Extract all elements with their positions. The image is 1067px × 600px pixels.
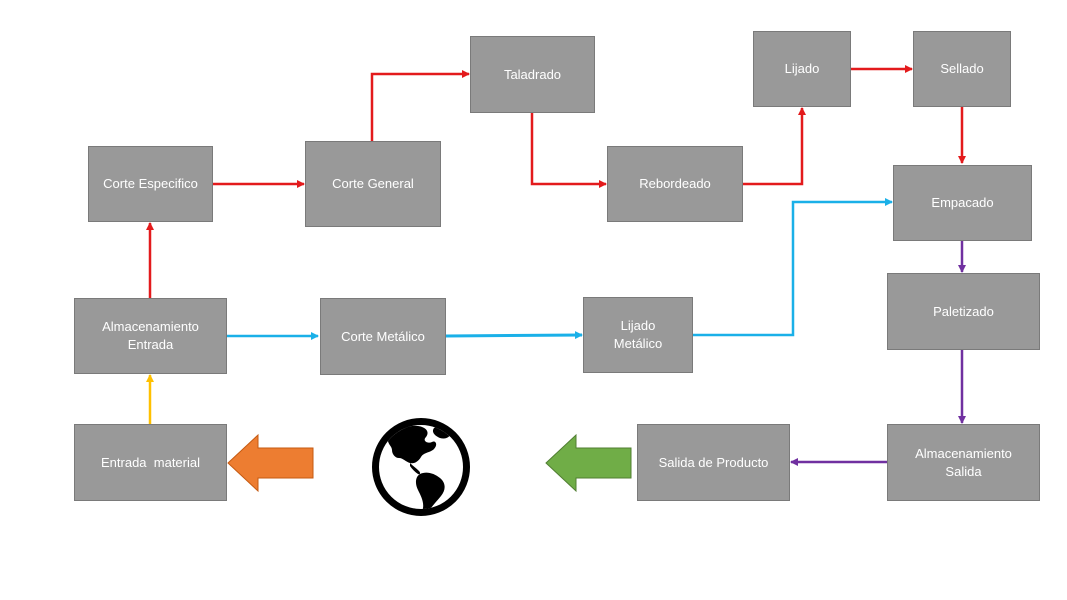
connector-corte-metalico-to-lijado-metalico [445,331,583,340]
node-corte-especifico: Corte Especifico [88,146,213,222]
node-paletizado: Paletizado [887,273,1040,350]
node-label: Taladrado [503,66,562,82]
node-label: Corte Especifico [103,176,198,191]
node-corte-general: Corte General [305,141,441,227]
node-label: Entrada material [101,454,200,470]
node-almacenamiento-entrada: Almacenamiento Entrada [74,298,227,374]
node-taladrado: Taladrado [470,36,595,113]
connector-taladrado-to-rebordeado [530,112,607,188]
node-label: Almacenamiento Entrada [102,319,199,352]
node-rebordeado: Rebordeado [607,146,743,222]
node-label: Empacado [931,195,994,210]
orange-left-arrow-icon [227,433,314,493]
node-empacado: Empacado [893,165,1032,241]
node-label: Corte Metálico [341,328,425,344]
node-corte-metalico: Corte Metálico [320,298,446,375]
node-label: Lijado Metálico [613,318,663,351]
node-label: Lijado [784,61,820,76]
globe-americas-icon [372,418,470,516]
connector-lijado-metalico-to-empacado [693,198,893,337]
node-label: Sellado [940,61,984,76]
green-left-arrow-icon [545,433,632,493]
node-salida-producto: Salida de Producto [637,424,790,501]
connector-rebordeado-to-lijado [743,107,806,186]
node-label: Rebordeado [639,176,711,191]
node-label: Paletizado [933,303,994,319]
node-entrada-material: Entrada material [74,424,227,501]
node-sellado: Sellado [913,31,1011,107]
node-almacenamiento-salida: Almacenamiento Salida [887,424,1040,501]
node-label: Salida de Producto [658,454,769,470]
node-lijado-metalico: Lijado Metálico [583,297,693,373]
connector-corte-general-to-taladrado [370,70,470,141]
node-label: Corte General [332,176,414,191]
node-label: Almacenamiento Salida [915,445,1012,479]
node-lijado: Lijado [753,31,851,107]
